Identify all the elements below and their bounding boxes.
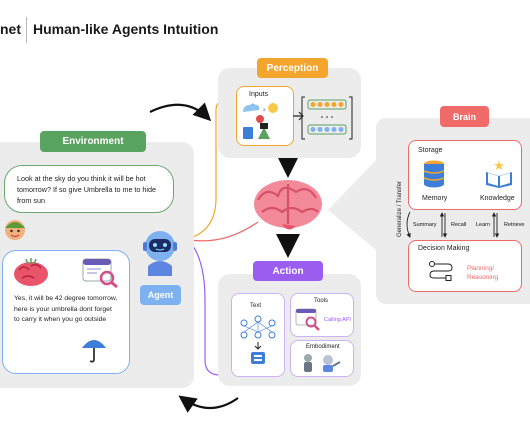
storage-decision-arrows [406,211,500,238]
planning-label-line1: Planning/ [467,265,495,272]
action-tools-label: Tools [314,298,329,304]
text-network-icon [240,315,276,364]
api-browser-icon [295,308,320,331]
agent-label: Agent [140,285,181,305]
brain-sticker-icon [14,258,48,286]
umbrella-icon [82,340,106,363]
knowledge-book-icon [486,160,512,188]
decision-making-label: Decision Making [418,245,470,252]
brand-logo-text: net [0,21,21,37]
agent-reply-text: Yes, it will be 42 degree tomorrow, here… [14,295,118,324]
inputs-label: Inputs [249,91,269,98]
arrow-to-environment [178,395,239,413]
human-avatar-icon [5,220,25,240]
embodiment-robot-icon [304,354,341,372]
action-text-label: Text [250,303,262,309]
central-brain-icon [254,180,322,230]
memory-label: Memory [422,195,448,202]
embedding-matrix-icon [301,96,353,140]
knowledge-label: Knowledge [480,195,515,202]
planning-flow-icon [429,261,453,281]
retrieve-label: Retrieve [504,222,525,228]
learn-label: Learn [476,222,491,228]
brain-pointer [328,160,376,250]
input-media-icons: a [243,103,278,139]
perception-arrow-icon [293,111,304,121]
calling-api-text: Calling API [324,317,351,323]
svg-text:a: a [263,107,266,112]
agent-robot-icon [143,231,177,276]
planning-reasoning-label: Planning/ Reasoning [467,264,498,282]
summary-label: Summary [413,222,437,228]
agent-to-brain-line [189,221,259,242]
arrow-to-perception [149,102,212,122]
storage-label: Storage [418,147,443,154]
browser-search-icon [82,258,118,289]
user-message-bubble: Look at the sky do you think it will be … [4,165,174,213]
recall-label: Recall [451,222,467,228]
agent-to-action-line [189,241,221,376]
environment-label: Environment [40,131,146,152]
action-embodiment-label: Embodiment [306,344,340,350]
action-embodiment-card [290,340,354,377]
page-title: Human-like Agents Intuition [33,21,219,37]
generalize-transfer-label: Generalize / Transfer [397,180,403,238]
perception-label: Perception [257,58,328,78]
action-label: Action [253,261,323,281]
decision-making-card [408,240,522,292]
planning-label-line2: Reasoning [467,274,499,282]
header-divider [26,17,27,43]
brain-label: Brain [440,106,489,127]
memory-database-icon [423,160,445,188]
